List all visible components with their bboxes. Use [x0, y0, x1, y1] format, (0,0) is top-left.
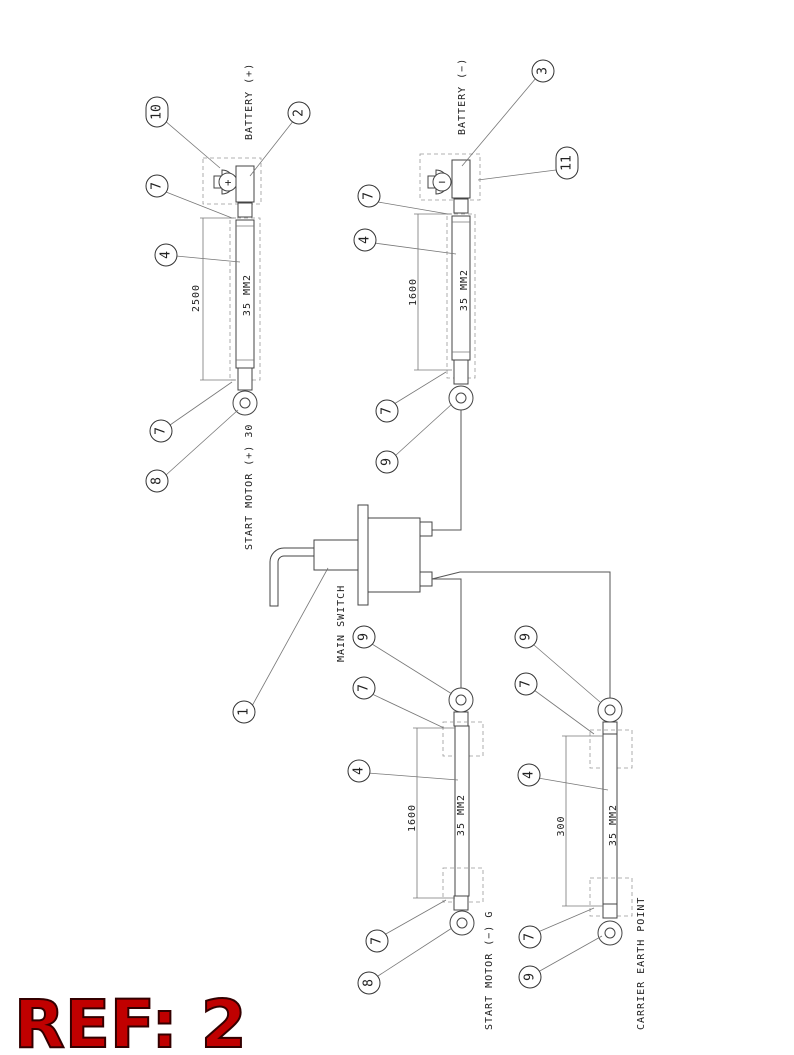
svg-text:1: 1 — [237, 708, 252, 716]
label-battery-positive: BATTERY (+) — [244, 63, 255, 140]
positive-sign: + — [225, 176, 232, 189]
svg-text:9: 9 — [357, 633, 372, 641]
dimension-length: 1600 — [407, 804, 418, 832]
svg-text:7: 7 — [357, 684, 372, 692]
cable-section: 35 MM2 — [456, 794, 467, 836]
bubble-7: 7 — [145, 174, 169, 198]
svg-text:3: 3 — [536, 67, 551, 75]
bubble-7: 7 — [352, 676, 376, 700]
cable-section: 35 MM2 — [608, 804, 619, 846]
bubble-8: 8 — [357, 971, 381, 995]
bubble-4: 4 — [347, 759, 371, 783]
svg-text:7: 7 — [519, 680, 534, 688]
battery-negative-terminal — [451, 159, 471, 199]
bubble-1: 1 — [232, 700, 256, 724]
battery-positive-terminal — [235, 165, 255, 203]
bubble-7: 7 — [149, 419, 173, 443]
svg-text:7: 7 — [380, 407, 395, 415]
svg-text:9: 9 — [519, 633, 534, 641]
bubble-8: 8 — [145, 469, 169, 493]
cable-carrier-earth: 300 35 MM2 CARRIER EARTH POINT — [556, 697, 647, 1030]
main-switch: MAIN SWITCH — [269, 504, 611, 698]
svg-text:4: 4 — [352, 767, 367, 775]
label-start-motor-negative: START MOTOR (−) G — [484, 911, 495, 1030]
svg-text:8: 8 — [362, 979, 377, 987]
cable-start-motor-negative: 1600 35 MM2 START MOTOR (−) G — [407, 687, 495, 1030]
svg-text:8: 8 — [150, 477, 165, 485]
svg-text:7: 7 — [523, 933, 538, 941]
svg-text:7: 7 — [370, 937, 385, 945]
bubble-2: 2 — [287, 101, 311, 125]
label-carrier-earth-point: CARRIER EARTH POINT — [636, 897, 647, 1030]
label-main-switch: MAIN SWITCH — [336, 585, 347, 662]
negative-sign: − — [438, 175, 445, 189]
bubble-4: 4 — [154, 243, 178, 267]
svg-text:4: 4 — [159, 251, 174, 259]
bubble-4: 4 — [353, 228, 377, 252]
bubble-9: 9 — [375, 450, 399, 474]
bubble-7: 7 — [518, 925, 542, 949]
dimension-length: 2500 — [191, 284, 202, 312]
svg-text:7: 7 — [362, 192, 377, 200]
svg-text:9: 9 — [380, 458, 395, 466]
svg-text:4: 4 — [522, 771, 537, 779]
bubble-10: 10 — [145, 96, 169, 128]
bubble-9: 9 — [518, 965, 542, 989]
bubble-7: 7 — [514, 672, 538, 696]
main-switch-key — [269, 547, 315, 607]
bubble-9: 9 — [514, 625, 538, 649]
leader-lines — [163, 77, 609, 977]
callout-bubbles: 10 2 7 4 7 8 3 11 7 4 7 9 1 9 7 4 7 8 9 … — [145, 59, 579, 995]
svg-text:2: 2 — [292, 109, 307, 117]
bubble-4: 4 — [517, 763, 541, 787]
label-start-motor-positive: START MOTOR (+) 30 — [244, 424, 255, 550]
svg-text:9: 9 — [523, 973, 538, 981]
dimension-length: 300 — [556, 815, 567, 836]
svg-text:11: 11 — [560, 155, 575, 171]
svg-text:7: 7 — [154, 427, 169, 435]
bubble-7: 7 — [357, 184, 381, 208]
svg-text:4: 4 — [358, 236, 373, 244]
svg-text:7: 7 — [150, 182, 165, 190]
cable-battery-positive: + 2500 35 MM2 BATTERY (+) START MOTOR (+… — [191, 63, 262, 550]
cable-section: 35 MM2 — [459, 269, 470, 311]
bubble-9: 9 — [352, 625, 376, 649]
cable-battery-negative: − 1600 35 MM2 BATTERY (−) — [408, 58, 481, 531]
cable-section: 35 MM2 — [242, 274, 253, 316]
ref-label: REF: 2 — [13, 985, 248, 1055]
label-battery-negative: BATTERY (−) — [457, 58, 468, 135]
svg-text:10: 10 — [150, 104, 165, 120]
bubble-7: 7 — [365, 929, 389, 953]
dimension-length: 1600 — [408, 278, 419, 306]
ref-text: REF: 2 — [14, 986, 247, 1055]
bubble-7: 7 — [375, 399, 399, 423]
bubble-11: 11 — [555, 146, 579, 180]
bubble-3: 3 — [531, 59, 555, 83]
